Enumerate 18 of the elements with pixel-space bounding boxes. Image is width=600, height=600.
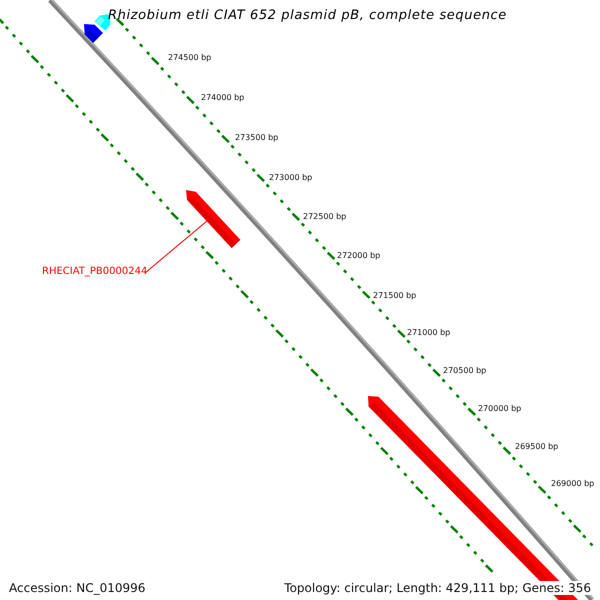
footer-text: Accession: NC_010996 [9, 581, 146, 595]
position-label: 269500 bp [515, 442, 558, 451]
title: Rhizobium etli CIAT 652 plasmid pB, complete sequence [108, 8, 507, 23]
position-label: 273500 bp [235, 133, 278, 142]
position-label: 273000 bp [269, 173, 312, 182]
position-label: 272000 bp [337, 251, 380, 260]
position-label: 274000 bp [201, 93, 244, 102]
position-label: 269000 bp [551, 479, 594, 488]
footer-text: Topology: circular; Length: 429,111 bp; Genes: 356 [284, 581, 591, 595]
position-label: 270000 bp [478, 404, 522, 413]
position-label: 271500 bp [373, 291, 416, 300]
leader-line [144, 220, 208, 274]
gene-arrow [186, 190, 240, 248]
position-label: 271000 bp [407, 328, 450, 337]
position-label: 270500 bp [443, 366, 486, 375]
position-label: 272500 bp [303, 212, 346, 221]
position-label: 274500 bp [168, 53, 212, 62]
gene-label: RHECIAT_PB0000244 [42, 266, 148, 277]
